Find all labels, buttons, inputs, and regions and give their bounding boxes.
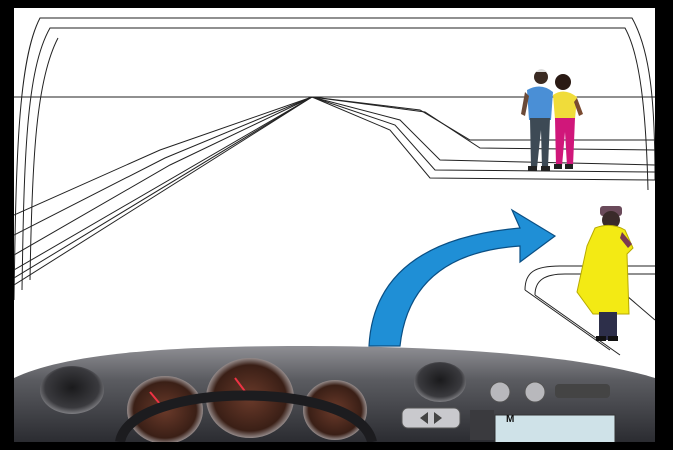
right-air-vent xyxy=(414,362,466,402)
climate-knob-left[interactable] xyxy=(490,382,510,402)
left-air-vent xyxy=(40,366,104,414)
climate-knob-right[interactable] xyxy=(525,382,545,402)
hazard-button[interactable] xyxy=(402,408,460,428)
dashboard xyxy=(14,346,655,445)
dashboard-mode-label: M xyxy=(506,414,514,425)
